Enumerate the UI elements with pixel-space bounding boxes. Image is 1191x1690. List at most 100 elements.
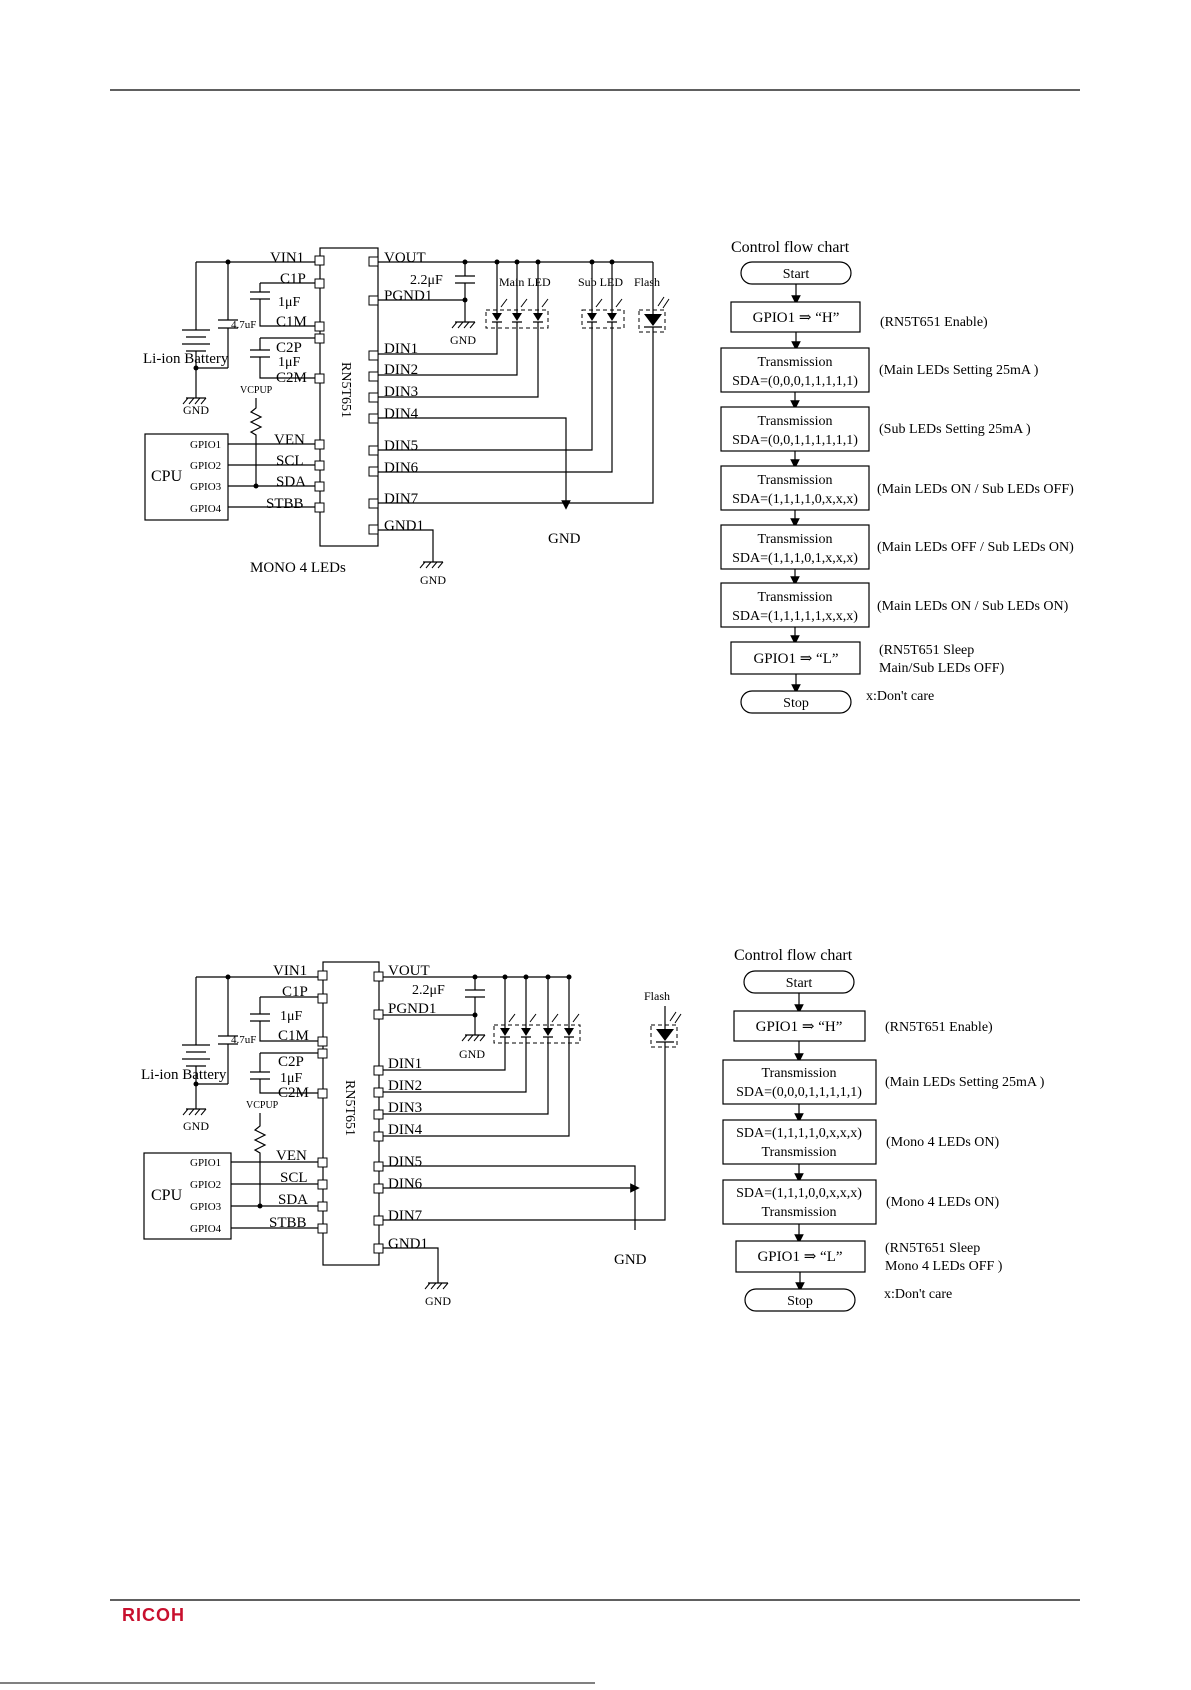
flow-title: Control flow chart <box>734 947 853 964</box>
step-note: (Main LEDs Setting 25mA ) <box>879 363 1039 378</box>
sleep-note: Main/Sub LEDs OFF) <box>879 661 1005 676</box>
flow-title: Control flow chart <box>731 239 850 256</box>
left-pin-labels: VIN1 C1P C1M C2P C2M VEN SCL SDA STBB <box>266 250 307 512</box>
led-icon <box>383 977 580 1137</box>
cap-label: 4.7uF <box>231 319 256 331</box>
pin-label: DIN3 <box>384 384 418 400</box>
gnd-label: GND <box>548 531 581 547</box>
pin-label: DIN5 <box>384 438 418 454</box>
right-pin-labels: VOUT PGND1 DIN1 DIN2 DIN3 DIN4 DIN5 DIN6… <box>384 250 432 534</box>
pin-label: C2P <box>276 340 302 356</box>
led-icon <box>378 262 549 398</box>
pin-label: DIN3 <box>388 1100 422 1116</box>
gpio-low-label: GPIO1 ⇒ “L” <box>757 1249 842 1265</box>
pin-label: PGND1 <box>384 288 432 304</box>
flash-label: Flash <box>644 989 670 1003</box>
gnd-label: GND <box>183 1119 209 1133</box>
gnd-label: GND <box>614 1252 647 1268</box>
gnd-label: GND <box>450 333 476 347</box>
step-line: Transmission <box>758 590 833 605</box>
gnd-label: GND <box>420 573 446 587</box>
pin-label: SCL <box>276 453 304 469</box>
chip-body <box>319 247 379 547</box>
step-box <box>722 1179 877 1225</box>
sleep-note: Mono 4 LEDs OFF ) <box>885 1259 1003 1274</box>
gpio-label: GPIO2 <box>190 1179 221 1191</box>
flow-chart-1: Control flow chart Start GPIO1 ⇒ “H” (RN… <box>720 239 1074 714</box>
cap-label: 1μF <box>278 295 301 310</box>
step-line: SDA=(1,1,1,1,0,x,x,x) <box>732 492 858 507</box>
stop-terminal <box>740 690 852 714</box>
gpio-low-box <box>730 641 861 675</box>
circuit-caption: MONO 4 LEDs <box>250 560 346 576</box>
step-line: Transmission <box>758 473 833 488</box>
cap-label: 2.2μF <box>412 983 445 998</box>
gpio-label: GPIO3 <box>190 1201 222 1213</box>
gpio-high-label: GPIO1 ⇒ “H” <box>753 310 840 326</box>
pin-label: C1P <box>280 271 306 287</box>
dont-care-note: x:Don't care <box>884 1287 952 1302</box>
pin-label: VIN1 <box>270 250 304 266</box>
pin-label: DIN5 <box>388 1154 422 1170</box>
start-label: Start <box>783 267 810 282</box>
step-line: Transmission <box>762 1066 837 1081</box>
stop-label: Stop <box>787 1294 813 1309</box>
ricoh-logo: RICOH <box>122 1605 185 1625</box>
pin-label: DIN1 <box>388 1056 422 1072</box>
vcpup-label: VCPUP <box>246 1100 279 1111</box>
step-line: Transmission <box>758 355 833 370</box>
step-note: (Mono 4 LEDs ON) <box>886 1135 999 1150</box>
pin-label: C2P <box>278 1054 304 1070</box>
step-line: Transmission <box>762 1205 837 1220</box>
main-led-label: Main LED <box>499 275 551 289</box>
step-note: (Main LEDs ON / Sub LEDs ON) <box>877 599 1069 614</box>
gpio-label: GPIO1 <box>190 439 221 451</box>
gnd-label: GND <box>459 1047 485 1061</box>
sleep-note: (RN5T651 Sleep <box>885 1241 980 1256</box>
gpio-high-label: GPIO1 ⇒ “H” <box>756 1019 843 1035</box>
pin-label: VEN <box>276 1148 307 1164</box>
cpu-box <box>144 433 229 521</box>
step-box <box>722 1119 877 1165</box>
step-note: (Sub LEDs Setting 25mA ) <box>879 422 1031 437</box>
pin-label: SDA <box>276 474 306 490</box>
pin-label: DIN6 <box>384 460 419 476</box>
step-line: SDA=(1,1,1,0,0,x,x,x) <box>736 1186 862 1201</box>
step-line: Transmission <box>758 532 833 547</box>
pin-label: DIN6 <box>388 1176 423 1192</box>
stop-label: Stop <box>783 696 809 711</box>
step-note: (Mono 4 LEDs ON) <box>886 1195 999 1210</box>
circuit-diagram-2: RN5T651 VIN1 C1P C1M C2P C2M VEN SCL SDA… <box>141 961 682 1308</box>
pin-label: VOUT <box>384 250 426 266</box>
cap-label: 2.2μF <box>410 273 443 288</box>
flash-led-icon <box>383 1006 682 1221</box>
chip-label: RN5T651 <box>338 362 353 418</box>
cap-label: 1μF <box>280 1071 303 1086</box>
chip-label: RN5T651 <box>342 1080 357 1136</box>
pin-label: DIN7 <box>384 491 419 507</box>
step-line: SDA=(0,0,0,1,1,1,1,1) <box>736 1085 862 1100</box>
vcpup-label: VCPUP <box>240 385 273 396</box>
pin-label: PGND1 <box>388 1001 436 1017</box>
cpu-label: CPU <box>151 1187 183 1204</box>
pin-label: C1M <box>276 314 307 330</box>
step-box <box>720 347 870 393</box>
left-pin-labels: VIN1 C1P C1M C2P C2M VEN SCL SDA STBB <box>269 963 309 1231</box>
enable-note: (RN5T651 Enable) <box>885 1020 993 1035</box>
cap-label: 4.7uF <box>231 1034 256 1046</box>
pin-label: DIN7 <box>388 1208 423 1224</box>
gpio-label: GPIO1 <box>190 1157 221 1169</box>
pin-label: GND1 <box>384 518 424 534</box>
right-pins <box>373 971 384 1254</box>
stop-terminal <box>744 1288 856 1312</box>
flash-led-icon <box>378 262 670 504</box>
pin-label: DIN1 <box>384 341 418 357</box>
dont-care-note: x:Don't care <box>866 689 934 704</box>
pin-label: VIN1 <box>273 963 307 979</box>
pin-label: SCL <box>280 1170 308 1186</box>
pin-label: C1M <box>278 1028 309 1044</box>
step-line: SDA=(0,0,0,1,1,1,1,1) <box>732 374 858 389</box>
step-box <box>720 582 870 628</box>
